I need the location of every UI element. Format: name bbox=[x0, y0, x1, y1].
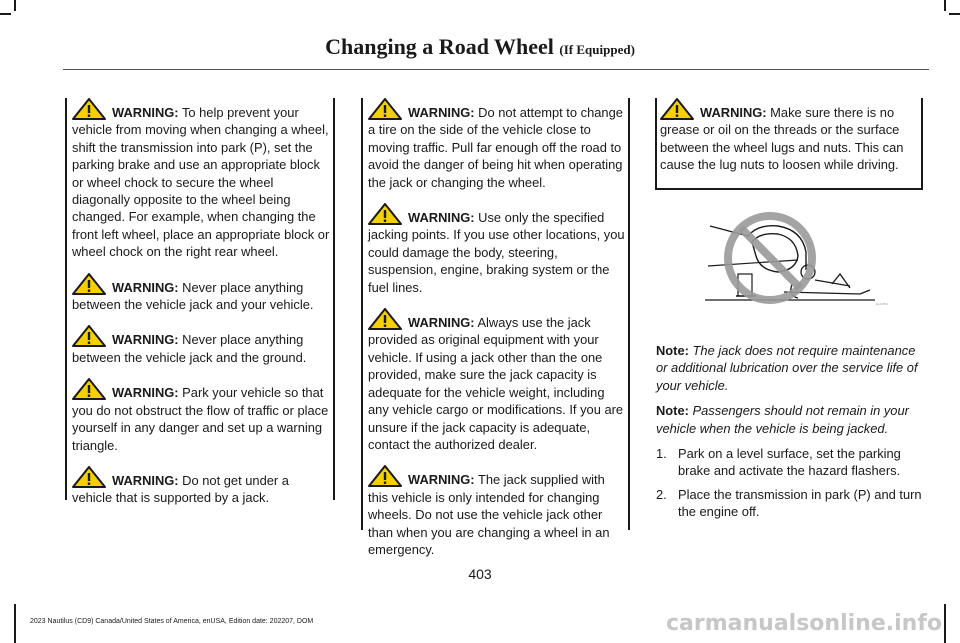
warning-block: WARNING: To help prevent your vehicle fr… bbox=[72, 98, 330, 261]
prohibition-person-under-vehicle-icon bbox=[705, 212, 875, 304]
page-header: Changing a Road Wheel (If Equipped) bbox=[0, 34, 960, 60]
warning-block: WARNING: Never place anything between th… bbox=[72, 325, 330, 366]
warning-label: WARNING: bbox=[112, 105, 179, 120]
warning-label: WARNING: bbox=[700, 105, 767, 120]
crop-mark-top-left-v bbox=[14, 0, 16, 11]
warning-text: Never place anything between the vehicle… bbox=[72, 279, 314, 313]
warning-text: Use only the specified jacking points. I… bbox=[368, 210, 625, 295]
warning-block: WARNING: Do not get under a vehicle that… bbox=[72, 465, 330, 507]
image-code: E142551 bbox=[875, 302, 888, 306]
warning-label: WARNING: bbox=[112, 279, 179, 295]
crop-mark-bottom-left-v bbox=[14, 604, 16, 643]
warning-label: WARNING: bbox=[408, 210, 475, 226]
warning-text: Always use the jack provided as original… bbox=[368, 315, 624, 452]
warning-label: WARNING: bbox=[408, 105, 475, 120]
column3-left-rule bbox=[655, 98, 657, 188]
warning-triangle-icon bbox=[368, 308, 402, 331]
warning-text: Park your vehicle so that you do not obs… bbox=[72, 385, 329, 453]
step-item: 1. Park on a level surface, set the parki… bbox=[656, 445, 928, 480]
warning-label: WARNING: bbox=[408, 315, 475, 331]
step-text: Place the transmission in park (P) and t… bbox=[678, 486, 922, 520]
warning-text: Do not attempt to change a tire on the s… bbox=[368, 105, 623, 190]
warning-text: The jack supplied with this vehicle is o… bbox=[368, 472, 610, 557]
column1-left-rule bbox=[65, 98, 67, 500]
warning-text: To help prevent your vehicle from moving… bbox=[72, 105, 330, 260]
warning-triangle-icon bbox=[368, 465, 402, 488]
column3-right-rule bbox=[921, 98, 923, 188]
edition-line: 2023 Nautilus (CD9) Canada/United States… bbox=[30, 618, 314, 625]
crop-mark-top-right-h bbox=[949, 13, 960, 15]
column1-right-rule bbox=[333, 98, 335, 500]
header-subtitle: (If Equipped) bbox=[559, 42, 635, 57]
crop-mark-top-left-h bbox=[0, 13, 11, 15]
column-1: WARNING: To help prevent your vehicle fr… bbox=[72, 98, 330, 519]
warning-triangle-icon bbox=[72, 325, 106, 348]
column-3: WARNING: Make sure there is no grease or… bbox=[660, 98, 918, 174]
warning-triangle-icon bbox=[72, 378, 106, 401]
warning-block: WARNING: Use only the specified jacking … bbox=[368, 203, 626, 296]
step-item: 2. Place the transmission in park (P) and… bbox=[656, 486, 928, 521]
warning-block: WARNING: Park your vehicle so that you d… bbox=[72, 378, 330, 454]
warning-triangle-icon bbox=[72, 465, 106, 488]
crop-mark-top-right-v bbox=[944, 0, 946, 11]
page-number: 403 bbox=[468, 566, 492, 582]
note-label: Note: bbox=[656, 343, 689, 358]
warning-block: WARNING: The jack supplied with this veh… bbox=[368, 465, 626, 558]
no-under-vehicle-illustration: E142551 bbox=[700, 206, 890, 306]
warning-triangle-icon bbox=[72, 272, 106, 295]
warning-text: Do not get under a vehicle that is suppo… bbox=[72, 472, 289, 506]
note: Note: Passengers should not remain in yo… bbox=[656, 402, 928, 437]
column2-right-rule bbox=[628, 98, 630, 530]
column3-warning-bottom-rule bbox=[655, 188, 923, 190]
warning-block: WARNING: Always use the jack provided as… bbox=[368, 308, 626, 453]
warning-triangle-icon bbox=[72, 98, 106, 120]
warning-label: WARNING: bbox=[408, 472, 475, 488]
warning-text: Make sure there is no grease or oil on t… bbox=[660, 105, 904, 173]
warning-block: WARNING: Make sure there is no grease or… bbox=[660, 98, 918, 174]
column-3-notes: Note: The jack does not require maintena… bbox=[656, 342, 928, 527]
warning-block: WARNING: Do not attempt to change a tire… bbox=[368, 98, 626, 191]
warning-label: WARNING: bbox=[112, 332, 179, 348]
warning-label: WARNING: bbox=[112, 472, 179, 488]
warning-text: Never place anything between the vehicle… bbox=[72, 332, 307, 365]
note-text: Passengers should not remain in your veh… bbox=[656, 403, 909, 436]
note: Note: The jack does not require maintena… bbox=[656, 342, 928, 394]
column-2: WARNING: Do not attempt to change a tire… bbox=[368, 98, 626, 570]
crop-mark-bottom-right-v bbox=[944, 604, 946, 643]
warning-block: WARNING: Never place anything between th… bbox=[72, 272, 330, 314]
step-text: Park on a level surface, set the parking… bbox=[678, 446, 901, 479]
step-number: 1. bbox=[656, 446, 667, 462]
note-label: Note: bbox=[656, 403, 689, 419]
warning-triangle-icon bbox=[660, 98, 694, 120]
warning-triangle-icon bbox=[368, 203, 402, 226]
step-number: 2. bbox=[656, 486, 667, 502]
warning-triangle-icon bbox=[368, 98, 402, 120]
column2-left-rule bbox=[361, 98, 363, 530]
watermark-logo: carmanualsonline.info bbox=[666, 611, 942, 636]
warning-label: WARNING: bbox=[112, 385, 179, 401]
header-title: Changing a Road Wheel bbox=[325, 34, 554, 59]
header-rule bbox=[63, 69, 929, 70]
note-text: The jack does not require maintenance or… bbox=[656, 343, 918, 393]
